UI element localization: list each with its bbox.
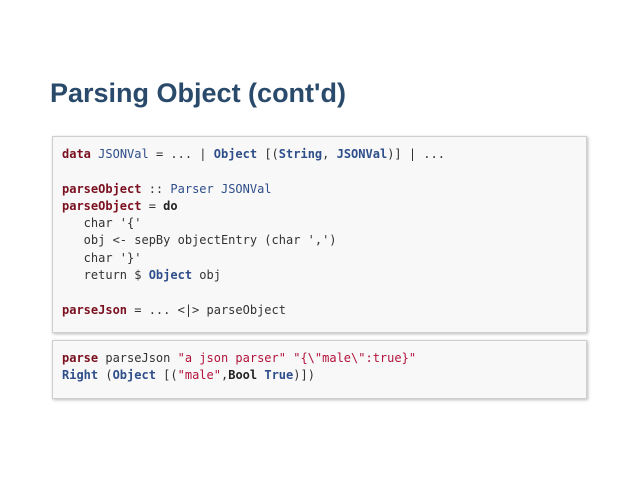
code-token: char '{': [62, 216, 142, 231]
code-token: ,: [220, 368, 229, 383]
code-token: = ... |: [148, 147, 214, 161]
code-token: parseObject: [62, 181, 142, 196]
code-token: parse: [62, 351, 99, 365]
code-line: parse parseJson "a json parser" "{\"male…: [62, 350, 586, 367]
code-line: [62, 163, 586, 180]
code-token: ,: [322, 147, 337, 161]
code-token: Parser JSONVal: [170, 181, 272, 196]
code-token: String: [278, 147, 323, 161]
code-token: char '}': [62, 250, 142, 265]
code-block-definition: data JSONVal = ... | Object [(String, JS…: [52, 136, 587, 333]
code-line: Right (Object [("male",Bool True)]): [62, 367, 586, 384]
code-token: )]): [293, 368, 315, 383]
code-token: data: [62, 147, 91, 161]
code-token: return $: [62, 268, 149, 283]
code-token: = ... <|> parseObject: [127, 302, 286, 317]
code-token: Object: [213, 147, 258, 161]
code-token: Right: [62, 368, 99, 383]
code-token: parseJson: [98, 351, 178, 365]
code-token: Object: [148, 268, 193, 283]
code-token: "male": [177, 368, 221, 383]
code-line: parseObject :: Parser JSONVal: [62, 181, 586, 198]
code-token: JSONVal: [336, 147, 388, 161]
code-line: char '{': [62, 215, 586, 232]
code-token: Object: [112, 368, 156, 383]
code-token: obj: [192, 268, 221, 283]
code-token: =: [141, 198, 164, 213]
code-line: parseObject = do: [62, 198, 586, 215]
code-line: parseJson = ... <|> parseObject: [62, 302, 586, 319]
code-line: return $ Object obj: [62, 267, 586, 284]
code-line: data JSONVal = ... | Object [(String, JS…: [62, 146, 586, 163]
code-token: parseJson: [62, 302, 128, 317]
code-token: JSONVal: [98, 147, 149, 161]
code-token: True: [264, 368, 294, 383]
slide-title: Parsing Object (cont'd): [50, 78, 346, 108]
code-token: ::: [141, 181, 171, 196]
code-token: [(: [155, 368, 178, 383]
code-token: parseObject: [62, 198, 142, 213]
code-token: "{\"male\":true}": [293, 351, 417, 365]
code-token: (: [98, 368, 113, 383]
code-token: do: [163, 198, 178, 213]
code-token: Bool: [228, 368, 258, 383]
code-token: obj <- sepBy objectEntry (char ','): [62, 233, 337, 248]
code-line: [62, 284, 586, 301]
code-line: obj <- sepBy objectEntry (char ','): [62, 232, 586, 249]
code-token: [(: [257, 147, 279, 161]
code-token: )] | ...: [387, 147, 445, 161]
code-token: "a json parser": [177, 351, 286, 365]
code-block-example: parse parseJson "a json parser" "{\"male…: [52, 340, 587, 399]
code-line: char '}': [62, 250, 586, 267]
